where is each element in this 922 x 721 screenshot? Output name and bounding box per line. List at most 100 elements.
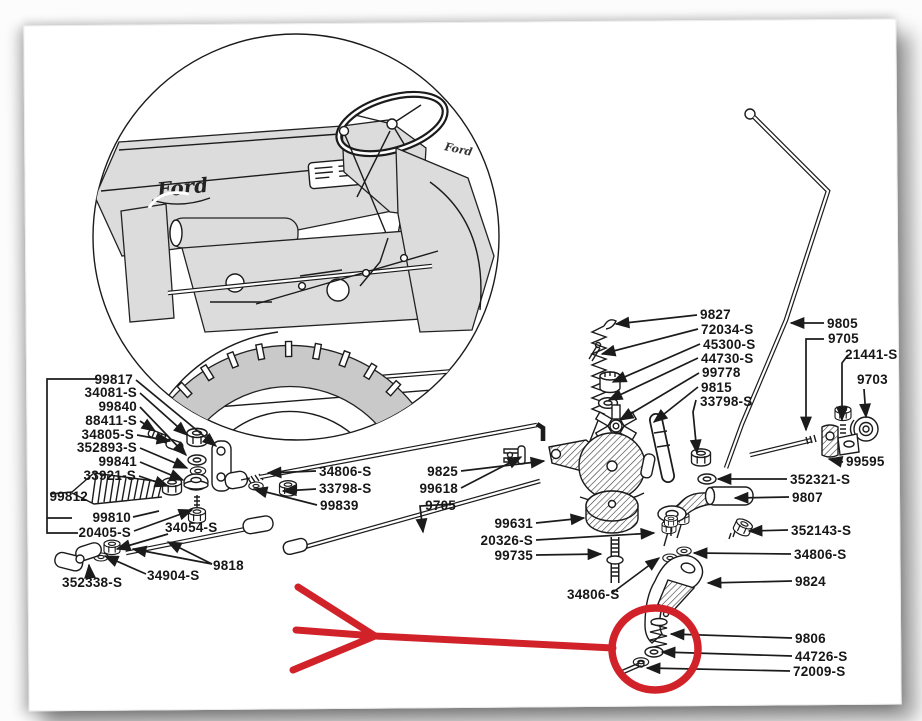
leader-line	[133, 508, 194, 532]
tire-lug	[284, 340, 293, 358]
part-label-9818: 9818	[213, 558, 244, 573]
part-label-9825: 9825	[427, 464, 458, 479]
inset-linkage-rods	[167, 237, 439, 305]
red-arrow-tail	[289, 632, 379, 674]
part-disc-99631	[585, 490, 639, 534]
part-label-72009-S: 72009-S	[793, 664, 845, 679]
leader-line	[115, 533, 169, 551]
part-label-99618: 99618	[419, 481, 458, 496]
part-label-88411-S: 88411-S	[85, 413, 137, 428]
part-rod-9805	[723, 108, 831, 469]
leader-line	[460, 456, 523, 489]
part-label-44726-S: 44726-S	[795, 649, 847, 664]
part-label-9815: 9815	[701, 380, 732, 395]
leader-line	[415, 503, 454, 534]
part-rod-9705-right	[749, 434, 817, 458]
part-label-33921-S: 33921-S	[84, 468, 136, 483]
part-labels: 9981734081-S9984088411-S34805-S352893-S9…	[49, 307, 897, 679]
leader-line	[139, 461, 185, 481]
part-spring-99812	[49, 472, 163, 505]
tire-lug	[338, 349, 351, 368]
part-nut-34054	[103, 539, 121, 556]
part-label-20326-S: 20326-S	[481, 533, 533, 548]
part-label-352321-S: 352321-S	[790, 472, 850, 487]
red-annotation	[289, 583, 702, 694]
part-nut-33798-right	[690, 448, 712, 467]
part-label-34806-S: 34806-S	[567, 587, 619, 602]
leader-line	[689, 399, 702, 455]
part-label-33798-S: 33798-S	[700, 394, 752, 409]
part-label-99631: 99631	[494, 516, 533, 531]
leader-line	[733, 491, 790, 504]
part-label-9705: 9705	[828, 331, 859, 346]
part-bolt-21441	[834, 405, 852, 437]
part-label-352893-S: 352893-S	[77, 440, 137, 455]
part-label-34054-S: 34054-S	[165, 520, 217, 535]
leader-line	[859, 388, 871, 419]
part-label-9807: 9807	[792, 490, 823, 505]
leader-line	[252, 486, 318, 506]
leader-line	[611, 343, 701, 383]
leader-line	[103, 555, 147, 575]
engine-block	[181, 229, 439, 333]
part-bolt-20405	[187, 495, 207, 524]
leader-line	[84, 563, 96, 579]
leader-line	[706, 576, 793, 589]
part-label-352143-S: 352143-S	[791, 523, 851, 538]
part-label-45300-S: 45300-S	[703, 337, 755, 352]
part-label-99778: 99778	[702, 365, 741, 380]
leader-line	[46, 378, 98, 534]
part-label-99595: 99595	[846, 454, 885, 469]
leader-line	[611, 557, 661, 594]
leader-line	[669, 628, 793, 641]
leader-line	[747, 524, 789, 537]
leader-line	[618, 372, 700, 421]
tire-lug	[431, 454, 447, 464]
radiator	[120, 203, 175, 323]
red-arrow-shaft	[371, 632, 617, 652]
tire-lug	[255, 343, 266, 361]
part-label-9827: 9827	[700, 307, 731, 322]
part-washer	[187, 454, 207, 466]
leader-line	[139, 418, 157, 432]
leader-line	[281, 484, 317, 497]
part-nut-33921	[161, 477, 183, 496]
tire-lug	[199, 363, 215, 382]
part-label-9705: 9705	[425, 498, 456, 513]
tire-lug	[419, 425, 438, 440]
leader-line	[607, 357, 699, 401]
leader-line	[266, 466, 317, 479]
part-link-9815	[649, 413, 675, 483]
part-label-99841: 99841	[98, 454, 137, 469]
part-trunnion-99817	[211, 440, 249, 492]
part-governor-plate-9825	[548, 432, 656, 503]
leader-line	[600, 328, 699, 357]
part-nut-33798	[278, 480, 298, 497]
part-label-99840: 99840	[98, 399, 137, 414]
part-label-99735: 99735	[494, 548, 533, 563]
part-label-99817: 99817	[94, 372, 133, 387]
part-label-21441-S: 21441-S	[845, 347, 897, 362]
ford-logo-small: Ford	[442, 140, 473, 159]
part-label-9806: 9806	[795, 631, 826, 646]
part-label-9805: 9805	[827, 316, 858, 331]
leader-line	[166, 541, 213, 565]
part-sheave-99841	[183, 473, 209, 491]
red-circle-annotation	[608, 604, 702, 694]
part-label-33798-S: 33798-S	[319, 481, 371, 496]
leader-line	[652, 386, 699, 423]
part-stud-99735	[606, 537, 624, 583]
part-label-99810: 99810	[92, 510, 131, 525]
part-washer-44726	[644, 646, 664, 658]
leader-line	[132, 510, 160, 518]
leader-line	[139, 392, 189, 436]
rear-body	[395, 147, 495, 333]
leader-line	[138, 475, 170, 488]
part-bracket-99595	[821, 424, 860, 458]
leader-line	[131, 545, 213, 565]
tire-lug	[385, 379, 402, 397]
part-rod-34806	[240, 422, 546, 484]
leader-line	[614, 314, 698, 329]
leader-line	[660, 646, 793, 659]
